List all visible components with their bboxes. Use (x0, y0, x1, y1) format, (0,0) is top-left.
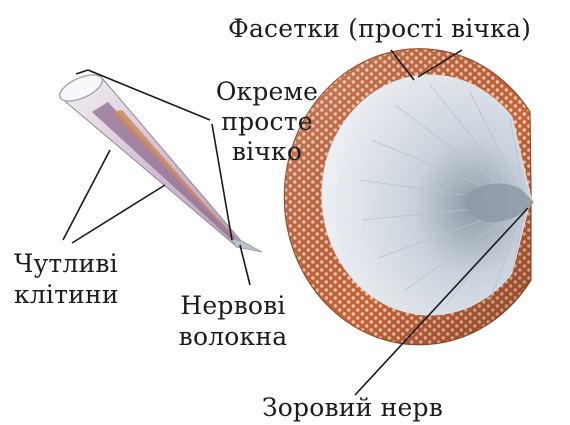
sensitive-cells-label-line: клітини (14, 279, 119, 310)
leader-cells-1 (63, 150, 110, 240)
single-eye-label-line: Окреме (202, 77, 332, 107)
leader-single-eye-2 (76, 70, 88, 74)
nerve-fibers-label-line: Нервові (168, 290, 298, 321)
facets-label: Фасетки (прості вічка) (228, 14, 531, 43)
single-eye-label-line: вічко (202, 137, 332, 167)
leader-nerve-fibers (240, 245, 250, 285)
sensitive-cells-label-line: Чутливі (14, 248, 119, 279)
leader-cells-2 (72, 185, 165, 243)
single-eye-label-line: просте (202, 107, 332, 137)
nerve-fiber-tail (232, 239, 262, 252)
nerve-fibers-label: Нервові волокна (168, 290, 298, 352)
sensitive-cells-label: Чутливі клітини (14, 248, 119, 310)
nerve-fibers-label-line: волокна (168, 321, 298, 352)
single-eye-label: Окреме просте вічко (202, 77, 332, 167)
optic-nerve-label: Зоровий нерв (262, 393, 443, 422)
